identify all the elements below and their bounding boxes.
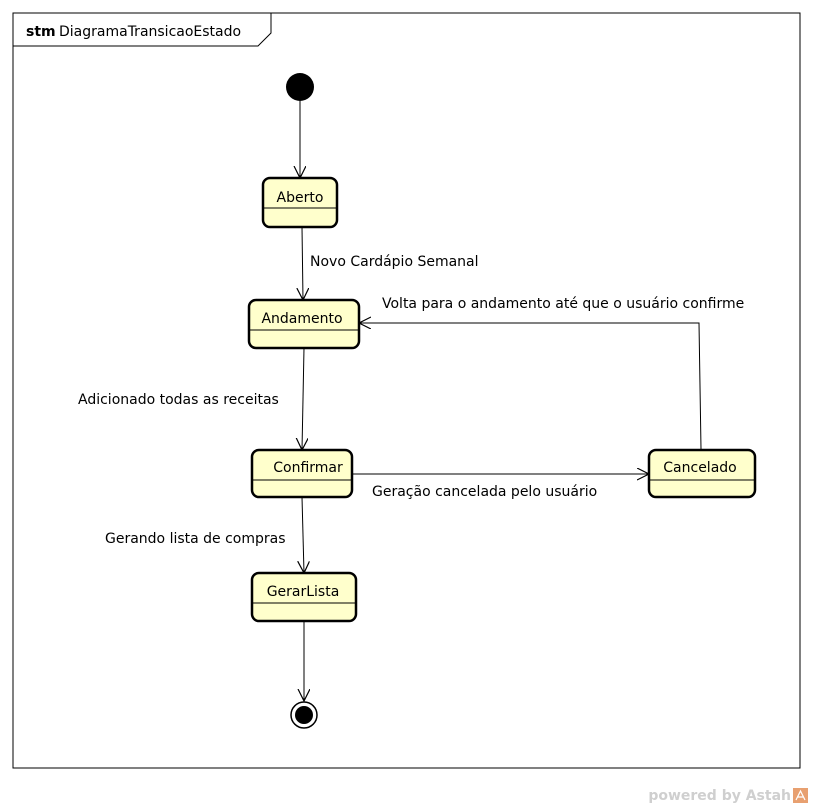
state-cancelado-label: Cancelado [663, 460, 736, 476]
transition-andamento-confirmar[interactable] [302, 347, 304, 450]
label-volta-andamento: Volta para o andamento até que o usuário… [382, 296, 744, 312]
transition-confirmar-gerarlista[interactable] [302, 496, 304, 573]
label-geracao-cancelada: Geração cancelada pelo usuário [372, 484, 597, 500]
final-state[interactable] [290, 701, 318, 729]
state-andamento-label: Andamento [261, 311, 342, 327]
state-gerarlista[interactable]: GerarLista [250, 571, 358, 623]
label-novo-cardapio: Novo Cardápio Semanal [310, 254, 479, 270]
state-confirmar-label: Confirmar [273, 460, 343, 476]
state-gerarlista-label: GerarLista [267, 584, 340, 600]
frame-keyword: stm [26, 24, 56, 40]
frame-title: DiagramaTransicaoEstado [59, 24, 241, 40]
diagram-frame [12, 12, 801, 769]
state-andamento[interactable]: Andamento [247, 298, 361, 350]
state-aberto-label: Aberto [277, 190, 324, 206]
label-adicionado-receitas: Adicionado todas as receitas [78, 392, 279, 408]
state-aberto[interactable]: Aberto [261, 176, 339, 229]
initial-state[interactable] [286, 73, 314, 101]
astah-logo-icon [793, 788, 808, 803]
powered-by-watermark: powered by Astah [648, 788, 791, 804]
label-gerando-lista: Gerando lista de compras [105, 531, 286, 547]
transition-cancelado-andamento[interactable] [359, 323, 702, 450]
frame-name-tab [13, 13, 272, 47]
transition-aberto-andamento[interactable] [302, 226, 303, 300]
state-confirmar[interactable]: Confirmar [250, 448, 354, 499]
state-cancelado[interactable]: Cancelado [647, 448, 757, 499]
